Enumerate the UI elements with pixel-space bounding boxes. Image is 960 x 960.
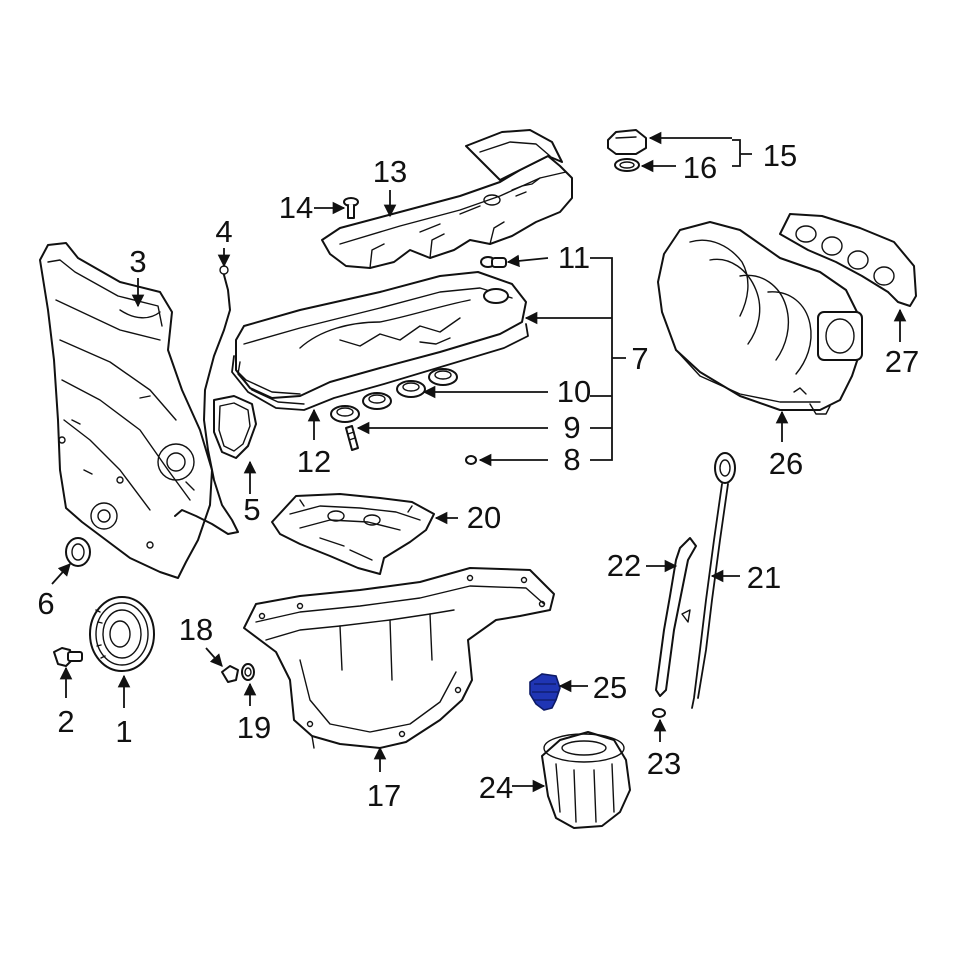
engine-cover-bolt[interactable]	[343, 197, 359, 219]
oil-pan[interactable]	[243, 567, 555, 757]
callout-18: 18	[179, 612, 213, 647]
callout-3: 3	[129, 244, 146, 279]
dipstick-o-ring[interactable]	[652, 708, 666, 718]
callout-13: 13	[373, 154, 407, 189]
callout-8: 8	[563, 442, 580, 477]
callout-15: 15	[763, 138, 797, 173]
pulley-bolt[interactable]	[53, 647, 83, 667]
engine-cover[interactable]	[321, 129, 573, 269]
leader-lines	[51, 131, 907, 793]
filler-cap-gasket[interactable]	[614, 158, 640, 172]
callout-23: 23	[647, 746, 681, 781]
oil-dipstick[interactable]	[691, 452, 736, 709]
callout-7: 7	[631, 341, 648, 376]
callout-25: 25	[593, 670, 627, 705]
drain-plug[interactable]	[221, 665, 239, 683]
water-pump-gasket[interactable]	[213, 395, 257, 459]
callout-12: 12	[297, 444, 331, 479]
callout-9: 9	[563, 410, 580, 445]
valve-cover[interactable]	[235, 271, 527, 399]
callout-6: 6	[37, 586, 54, 621]
callout-10: 10	[557, 374, 591, 409]
callout-21: 21	[747, 560, 781, 595]
callout-4: 4	[215, 214, 232, 249]
callout-20: 20	[467, 500, 501, 535]
callout-1: 1	[115, 714, 132, 749]
oil-filter[interactable]	[541, 731, 631, 829]
intake-manifold-gasket[interactable]	[779, 213, 917, 307]
callout-11: 11	[558, 240, 590, 275]
callout-16: 16	[683, 150, 717, 185]
callout-14: 14	[279, 190, 313, 225]
oil-filter-union-highlighted[interactable]	[529, 673, 561, 711]
o-ring-8[interactable]	[465, 455, 477, 465]
timing-cover[interactable]	[39, 242, 213, 579]
callout-19: 19	[237, 710, 271, 745]
oil-baffle-plate[interactable]	[271, 493, 435, 575]
valve-cover-stud[interactable]	[345, 425, 359, 451]
callout-24: 24	[479, 770, 513, 805]
intake-manifold[interactable]	[657, 221, 863, 415]
oil-filler-cap[interactable]	[607, 129, 647, 155]
drain-plug-gasket[interactable]	[241, 663, 255, 681]
valve-cover-gasket[interactable]	[231, 323, 529, 411]
crankshaft-pulley[interactable]	[89, 596, 155, 672]
callout-labels: 1 2 3 4 5 6 7 8 9 10 11 12 13 14 15 16 1…	[37, 138, 919, 813]
callout-5: 5	[243, 492, 260, 527]
callout-26: 26	[769, 446, 803, 481]
callout-22: 22	[607, 548, 641, 583]
crankshaft-seal[interactable]	[65, 537, 91, 567]
callout-17: 17	[367, 778, 401, 813]
callout-27: 27	[885, 344, 919, 379]
dipstick-tube[interactable]	[655, 537, 697, 697]
spark-plug-tube-seals[interactable]	[330, 368, 458, 423]
cover-grommet[interactable]	[480, 256, 507, 268]
callout-2: 2	[57, 704, 74, 739]
